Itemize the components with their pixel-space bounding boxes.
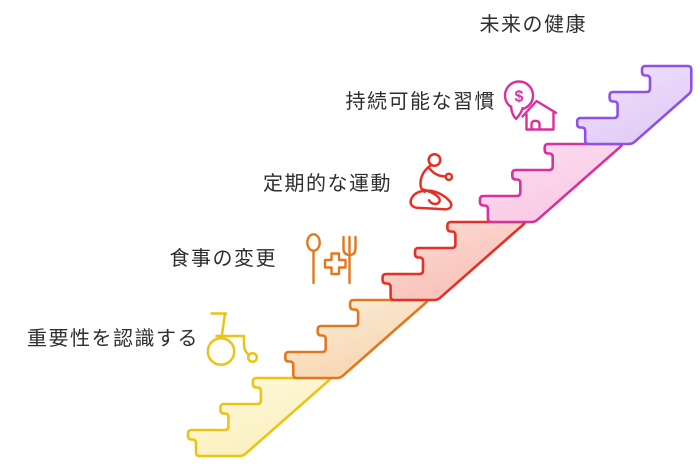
stair-segment-2 [284, 298, 429, 380]
dollar-sign-glyph: $ [515, 89, 524, 106]
stair-segment-4 [478, 142, 624, 224]
step-label-sustainable-habits: 持続可能な習慣 [345, 91, 496, 113]
step-label-recognize-importance: 重要性を認識する [27, 328, 199, 350]
stair-segment-5 [575, 64, 693, 146]
step-label-future-health: 未来の健康 [479, 14, 587, 36]
money-house-icon: $ [503, 80, 558, 131]
staircase [186, 64, 693, 458]
stair-segment-1 [186, 376, 332, 458]
step-label-diet-change: 食事の変更 [169, 248, 277, 270]
exercise-bike-icon [409, 152, 454, 211]
wheelchair-icon [206, 312, 259, 366]
cutlery-plus-icon [306, 233, 357, 285]
step-label-regular-exercise: 定期的な運動 [263, 173, 392, 195]
stair-segment-3 [381, 220, 526, 302]
